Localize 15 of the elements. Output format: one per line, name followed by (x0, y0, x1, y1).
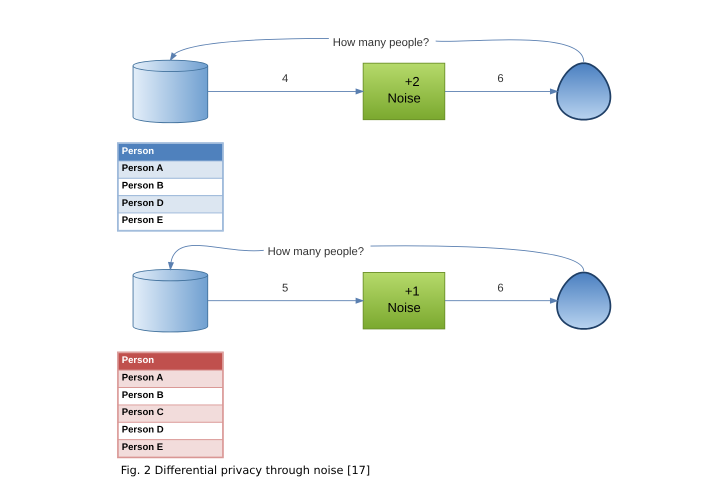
edge-label: 4 (282, 73, 288, 86)
edge-label: 6 (497, 73, 504, 86)
node-box: +2 Noise (362, 62, 446, 120)
arrow (207, 298, 364, 304)
edge-label: 5 (282, 282, 288, 294)
edge-label: How many people? (332, 36, 430, 49)
caption: Fig. 2 Differential privacy through noise [17] (120, 464, 370, 477)
node-person (556, 62, 612, 121)
edge-label: 6 (497, 282, 504, 294)
edge-label: How many people? (268, 246, 364, 258)
arrow (444, 298, 559, 304)
arrow (444, 88, 559, 94)
node-person (556, 272, 612, 330)
node-box: +1 Noise (362, 272, 446, 330)
arrow (207, 88, 364, 94)
